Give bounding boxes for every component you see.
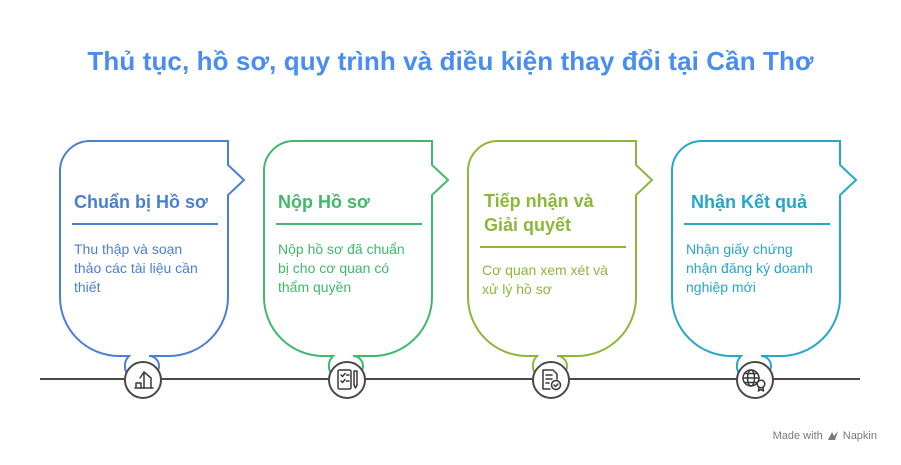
step-card-3: Tiếp nhận và Giải quyết [484,189,634,237]
checklist-pen-icon [337,369,358,390]
icon-circle-1 [124,361,162,399]
step-divider-4 [684,223,830,225]
diagram-title: Thủ tục, hồ sơ, quy trình và điều kiện t… [87,46,814,76]
step-desc-2: Nộp hồ sơ đã chuẩn bị cho cơ quan có thẩ… [278,240,428,297]
step-divider-1 [72,223,218,225]
step-title: Nộp Hồ sơ [278,192,370,212]
made-with-napkin-footer[interactable]: Made with Napkin [773,430,877,442]
step-desc-4: Nhận giấy chứng nhận đăng ký doanh nghiệ… [686,240,836,297]
step-divider-3 [480,246,626,248]
step-desc-3: Cơ quan xem xét và xử lý hồ sơ [482,261,632,299]
step-card-4: Nhận Kết quả [691,190,841,214]
step-title: Tiếp nhận và Giải quyết [484,191,594,235]
icon-circle-3 [532,361,570,399]
step-title: Nhận Kết quả [691,192,808,212]
step-title: Chuẩn bị Hồ sơ [74,192,208,212]
step-divider-2 [276,223,422,225]
certificate-globe-icon [742,369,766,392]
step-card-1: Chuẩn bị Hồ sơ [74,190,224,214]
step-description: Nhận giấy chứng nhận đăng ký doanh nghiệ… [686,241,813,295]
icon-circle-2 [328,361,366,399]
step-desc-1: Thu thập và soạn thảo các tài liệu cần t… [74,240,224,297]
step-description: Nộp hồ sơ đã chuẩn bị cho cơ quan có thẩ… [278,241,405,295]
drafting-icon [134,371,154,389]
step-description: Cơ quan xem xét và xử lý hồ sơ [482,262,608,297]
napkin-brand-label: Napkin [842,430,877,442]
document-check-icon [542,369,562,391]
napkin-logo-icon [827,431,838,440]
step-card-2: Nộp Hồ sơ [278,190,428,214]
step-description: Thu thập và soạn thảo các tài liệu cần t… [74,241,198,295]
made-with-label: Made with [772,430,823,442]
